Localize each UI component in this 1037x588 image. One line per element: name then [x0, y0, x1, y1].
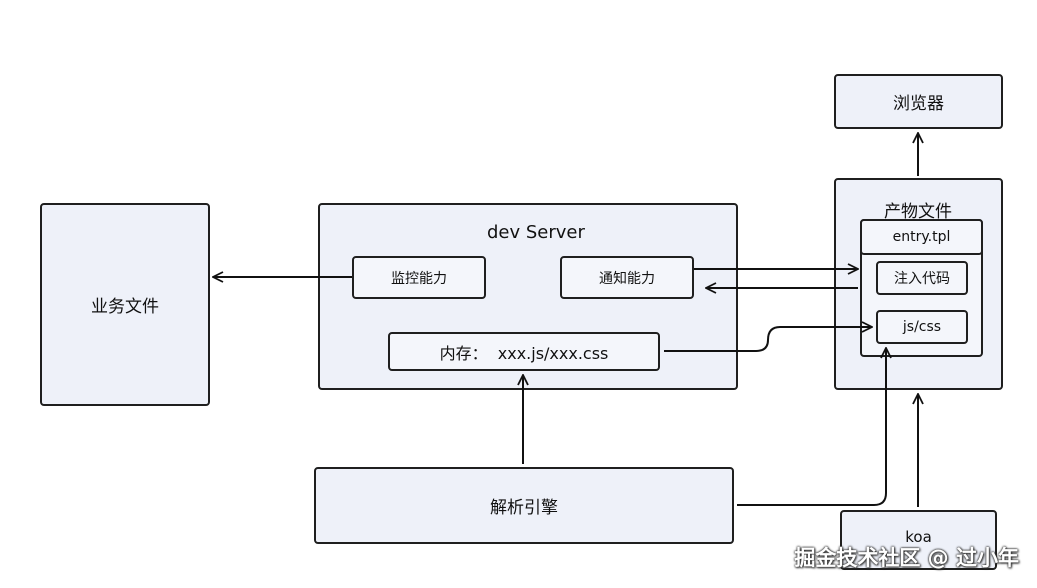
- koa-box: koa: [840, 510, 997, 570]
- dev-server-label: dev Server: [487, 222, 585, 243]
- monitor-label: 监控能力: [391, 270, 447, 287]
- parser-box: 解析引擎: [314, 467, 734, 544]
- memory-box: 内存： xxx.js/xxx.css: [388, 332, 660, 371]
- output-files-label: 产物文件: [884, 202, 952, 222]
- koa-label: koa: [905, 528, 932, 546]
- watermark: 掘金技术社区 @ 过小年: [794, 546, 1019, 570]
- inject-box: 注入代码: [876, 261, 968, 295]
- business-files-label: 业务文件: [91, 297, 159, 317]
- entry-box: entry.tpl: [860, 219, 983, 255]
- inject-label: 注入代码: [894, 271, 950, 287]
- jscss-label: js/css: [902, 319, 942, 335]
- notify-label: 通知能力: [599, 270, 655, 287]
- browser-label: 浏览器: [893, 94, 944, 114]
- parser-label: 解析引擎: [490, 498, 558, 518]
- jscss-box: js/css: [876, 310, 968, 344]
- business-files-box: 业务文件: [40, 203, 210, 406]
- entry-label: entry.tpl: [892, 229, 951, 245]
- browser-box: 浏览器: [834, 74, 1003, 129]
- notify-box: 通知能力: [560, 256, 694, 299]
- memory-label: 内存： xxx.js/xxx.css: [439, 343, 609, 363]
- monitor-box: 监控能力: [352, 256, 486, 299]
